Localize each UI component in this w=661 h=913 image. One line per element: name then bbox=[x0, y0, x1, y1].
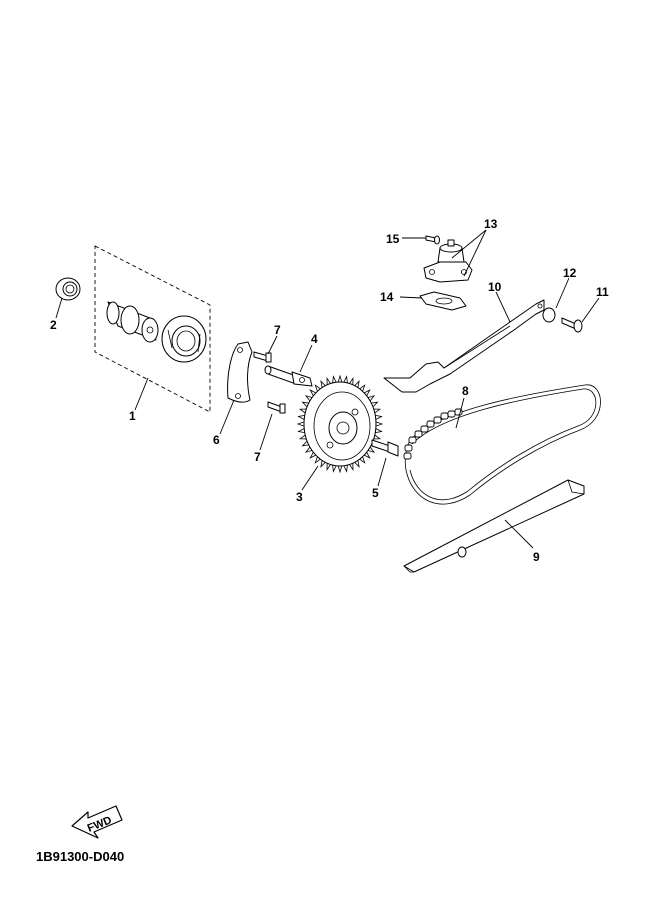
sprocket-tooth bbox=[337, 374, 343, 383]
forward-arrow-icon: FWD bbox=[71, 805, 123, 839]
sprocket-bolt bbox=[371, 439, 399, 457]
callout-labels: 1 2 3 4 5 6 7 7 8 9 10 11 12 13 14 15 bbox=[50, 217, 609, 564]
chain-link bbox=[426, 420, 435, 428]
callout-9: 9 bbox=[533, 550, 540, 564]
sprocket-tooth bbox=[296, 421, 305, 427]
cam-plate bbox=[227, 341, 253, 403]
camshaft-assembly bbox=[94, 245, 211, 413]
callout-13: 13 bbox=[484, 217, 498, 231]
chain-link bbox=[414, 430, 423, 438]
callout-15: 15 bbox=[386, 232, 400, 246]
chain-link bbox=[404, 444, 413, 452]
callout-6: 6 bbox=[213, 433, 220, 447]
callout-12: 12 bbox=[563, 266, 577, 280]
tensioner-screw bbox=[425, 235, 440, 245]
callout-4: 4 bbox=[311, 332, 318, 346]
sprocket-tooth bbox=[375, 421, 384, 427]
callout-5: 5 bbox=[372, 486, 379, 500]
callout-7-upper: 7 bbox=[274, 323, 281, 337]
callout-2: 2 bbox=[50, 318, 57, 332]
chain-link bbox=[408, 436, 417, 444]
chain-link bbox=[440, 412, 449, 420]
leader-lines bbox=[55, 229, 600, 549]
callout-11: 11 bbox=[596, 285, 609, 299]
cam-sprocket bbox=[296, 374, 384, 474]
chain-link bbox=[420, 425, 429, 433]
cam-chain-tensioner bbox=[423, 239, 473, 283]
chain-guide bbox=[403, 479, 585, 573]
callout-8: 8 bbox=[462, 384, 469, 398]
tensioner-gasket bbox=[419, 291, 467, 311]
callout-1: 1 bbox=[129, 409, 136, 423]
cam-chain bbox=[403, 384, 601, 505]
chain-link bbox=[433, 416, 442, 424]
callout-7-lower: 7 bbox=[254, 450, 261, 464]
drawing-code: 1B91300-D040 bbox=[36, 849, 125, 864]
callout-3: 3 bbox=[296, 490, 303, 504]
callout-10: 10 bbox=[488, 280, 502, 294]
callout-14: 14 bbox=[380, 290, 394, 304]
o-ring bbox=[542, 307, 556, 323]
decompressor-pin bbox=[264, 365, 313, 387]
tensioner-bolt bbox=[561, 317, 583, 333]
sprocket-tooth bbox=[337, 465, 343, 474]
chain-link bbox=[403, 452, 412, 460]
bolt-lower bbox=[267, 401, 286, 414]
chain-link bbox=[447, 410, 456, 418]
tensioner-guide bbox=[383, 299, 545, 393]
oil-seal bbox=[55, 277, 81, 301]
